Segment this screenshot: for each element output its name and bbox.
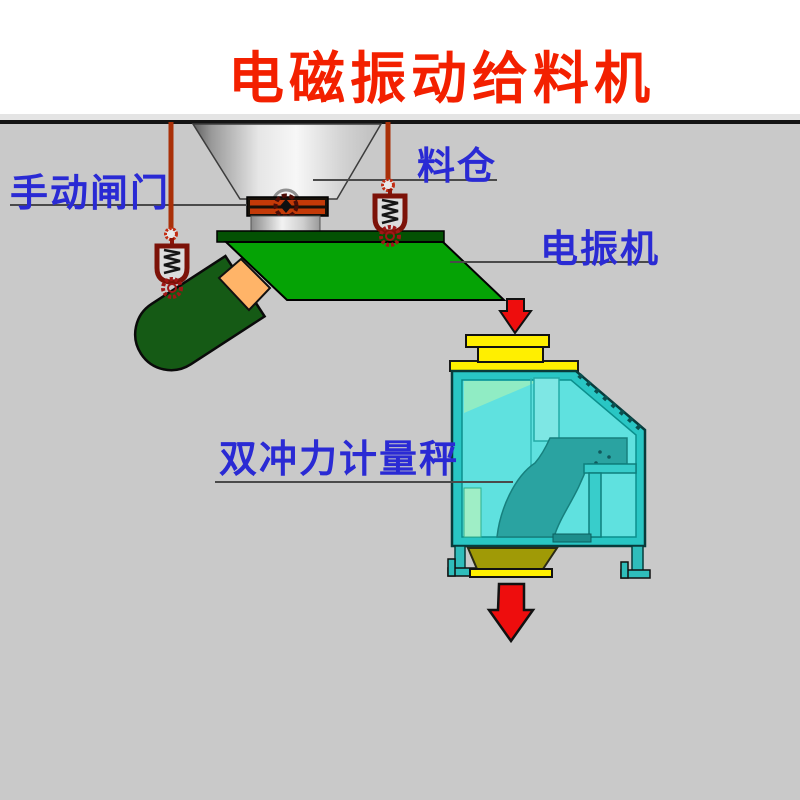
page-title: 电磁振动给料机 bbox=[228, 47, 655, 110]
flange-neck bbox=[477, 346, 544, 363]
spring-coil-icon bbox=[381, 198, 399, 225]
label-hopper: 料仓 bbox=[417, 146, 498, 188]
hanger-ring bbox=[161, 277, 183, 299]
chute-bolt bbox=[607, 455, 611, 459]
tray-pan bbox=[223, 241, 507, 301]
spring-coil-icon bbox=[163, 248, 181, 275]
hanger-ring-inner bbox=[385, 231, 395, 241]
hanger-ring bbox=[379, 225, 401, 247]
interior-base-block bbox=[552, 533, 592, 543]
interior-highlight-triangle bbox=[464, 381, 539, 413]
flow-arrow-bottom bbox=[486, 582, 536, 644]
interior-light-strip bbox=[463, 487, 482, 538]
hanger-ring-inner bbox=[167, 283, 177, 293]
box-foot-right-lip bbox=[620, 561, 629, 579]
label-vibrator: 电振机 bbox=[540, 229, 661, 271]
inlet-flange bbox=[465, 334, 550, 363]
chute-bolt bbox=[598, 450, 602, 454]
vibrator-connector bbox=[217, 257, 272, 312]
rod-eyelet-left bbox=[164, 227, 178, 241]
interior-panel bbox=[533, 377, 560, 442]
tray-top-bar bbox=[216, 230, 445, 243]
box-foot-left-lip bbox=[447, 558, 456, 577]
discharge-funnel bbox=[466, 547, 559, 570]
label-weighing-scale: 双冲力计量秤 bbox=[219, 439, 460, 481]
rod-eyelet-right bbox=[381, 178, 395, 192]
flange-plate bbox=[465, 334, 550, 348]
ceiling-line bbox=[0, 120, 800, 124]
spring-hanger-left bbox=[154, 238, 190, 299]
funnel-outlet-bar bbox=[469, 568, 553, 578]
ceiling-strip bbox=[0, 114, 800, 121]
chamfer-bolts bbox=[577, 373, 645, 433]
weighing-box bbox=[447, 360, 651, 579]
interior-shelf bbox=[583, 463, 637, 474]
handwheel-hub bbox=[280, 199, 292, 213]
interior-post bbox=[588, 472, 602, 538]
spring-hanger-right bbox=[372, 189, 408, 247]
leader-lines bbox=[10, 179, 652, 483]
box-leg-right bbox=[631, 545, 644, 574]
flow-arrow-top bbox=[498, 298, 533, 335]
label-manual-gate: 手动闸门 bbox=[10, 173, 171, 215]
